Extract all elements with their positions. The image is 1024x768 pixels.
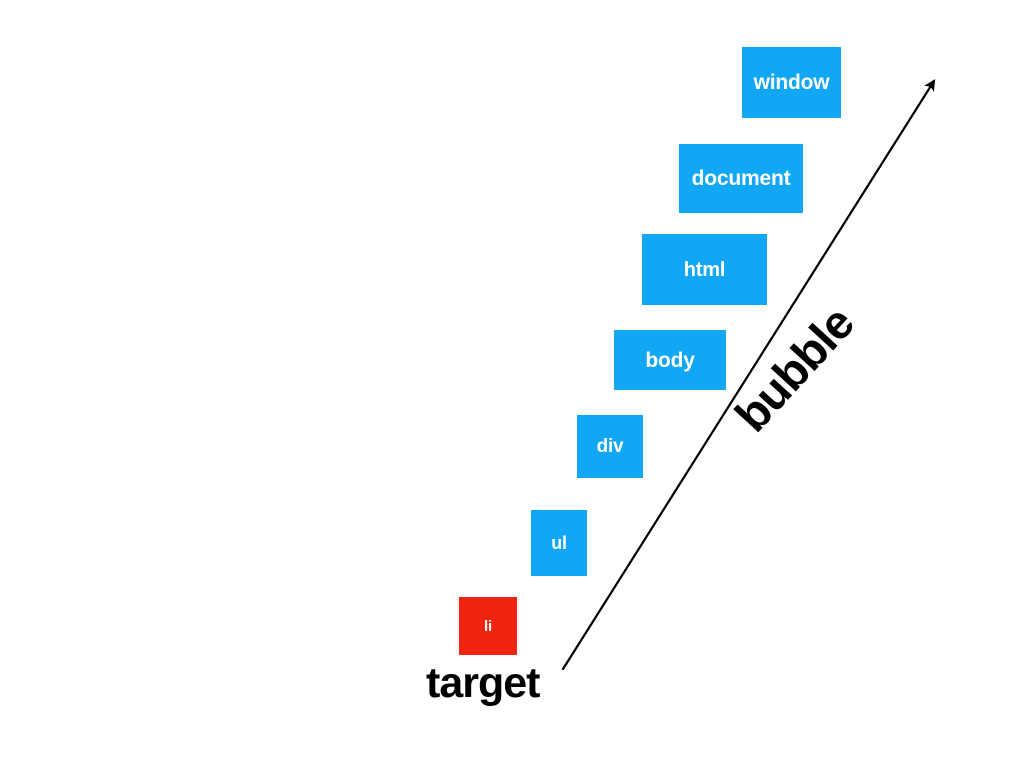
node-box-document[interactable]: document — [679, 144, 803, 213]
node-box-ul[interactable]: ul — [531, 510, 587, 576]
node-box-li-target[interactable]: li — [459, 597, 517, 655]
bubble-label: bubble — [724, 296, 864, 442]
node-label-body: body — [645, 348, 695, 372]
node-box-window[interactable]: window — [742, 47, 841, 118]
node-box-body[interactable]: body — [614, 330, 726, 390]
node-label-window: window — [753, 71, 830, 94]
target-label: target — [426, 659, 540, 707]
node-label-ul: ul — [551, 533, 567, 553]
node-label-div: div — [596, 436, 624, 457]
node-label-document: document — [691, 167, 791, 190]
node-label-html: html — [683, 258, 726, 281]
node-box-div[interactable]: div — [577, 415, 643, 478]
node-label-li: li — [484, 617, 492, 635]
node-box-html[interactable]: html — [642, 234, 767, 305]
